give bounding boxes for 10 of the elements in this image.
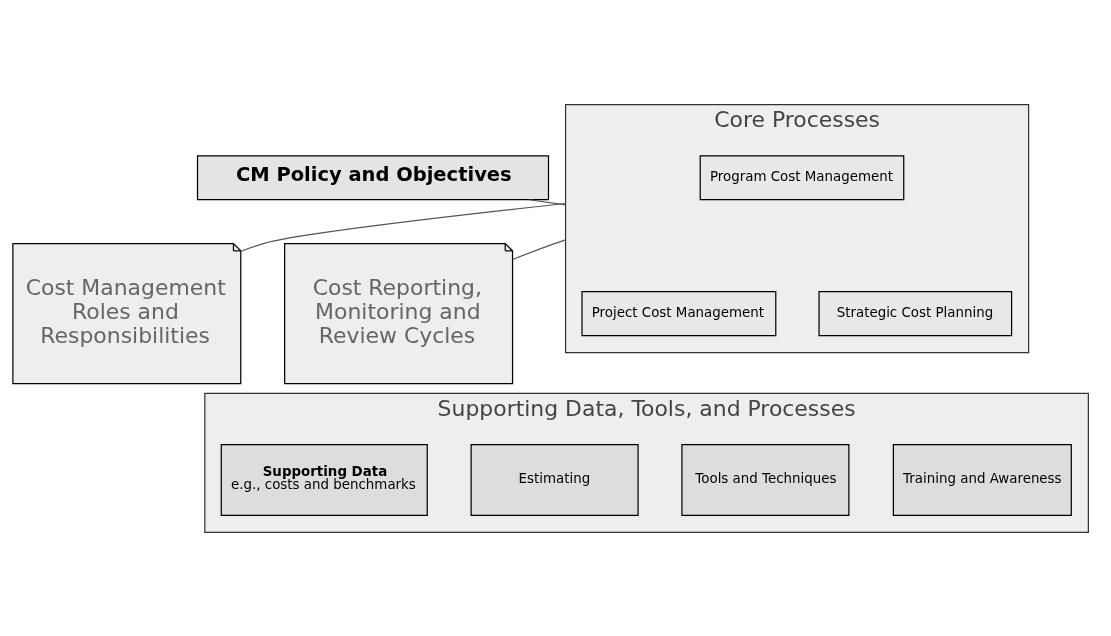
node-box: Program Cost Management (699, 154, 905, 200)
node-box: CM Policy and Objectives (196, 154, 550, 200)
connector (528, 198, 567, 205)
node-box: Project Cost Management (581, 290, 777, 336)
connector (512, 238, 567, 260)
node-box: Training and Awareness (892, 443, 1072, 516)
node-box: Tools and Techniques (681, 443, 850, 516)
node-box: Supporting Data e.g., costs and benchmarks (220, 443, 428, 516)
node-box: Strategic Cost Planning (818, 290, 1013, 336)
node-box: Estimating (470, 443, 639, 516)
